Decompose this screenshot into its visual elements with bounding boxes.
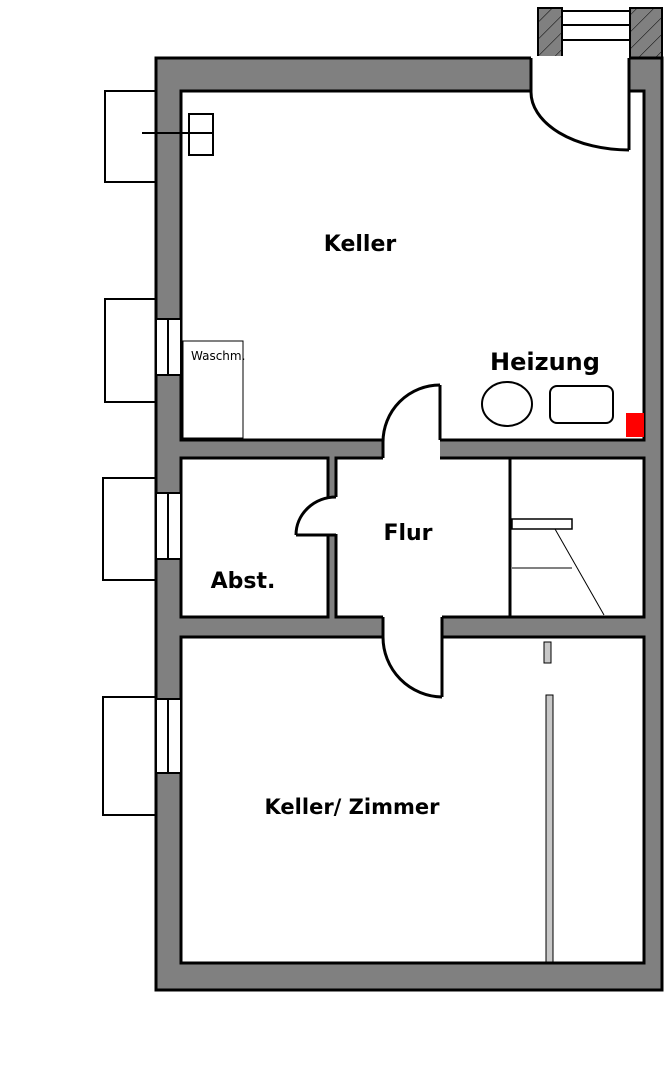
interior-stairs <box>511 518 605 616</box>
light-well <box>104 298 157 403</box>
label-flur: Flur <box>383 521 432 546</box>
room-flur <box>334 456 512 619</box>
wall-fixture <box>142 113 214 156</box>
partition-wall <box>545 694 554 963</box>
room-keller <box>179 89 646 442</box>
label-abstellraum: Abst. <box>211 569 276 594</box>
light-well <box>104 90 157 183</box>
room-stairwell <box>508 456 646 619</box>
washing-machine <box>182 340 244 439</box>
light-well <box>102 696 157 816</box>
door-keller-flur <box>381 383 442 458</box>
boiler-tank <box>549 385 614 424</box>
door-flur-zimmer <box>381 617 444 699</box>
windows <box>155 318 182 774</box>
label-waschmaschine: Waschm. <box>191 349 245 363</box>
label-keller: Keller <box>324 232 397 257</box>
boiler-round <box>481 381 533 427</box>
partition-stub <box>543 641 552 664</box>
light-wells <box>102 90 157 816</box>
room-keller-zimmer <box>179 635 646 965</box>
label-heizung: Heizung <box>490 348 600 376</box>
label-keller-zimmer: Keller/ Zimmer <box>265 795 441 819</box>
heating-marker <box>626 413 644 437</box>
light-well <box>102 477 157 581</box>
door-abstellraum <box>294 458 337 617</box>
exterior-stairs <box>537 7 663 59</box>
door-entrance <box>529 58 631 152</box>
